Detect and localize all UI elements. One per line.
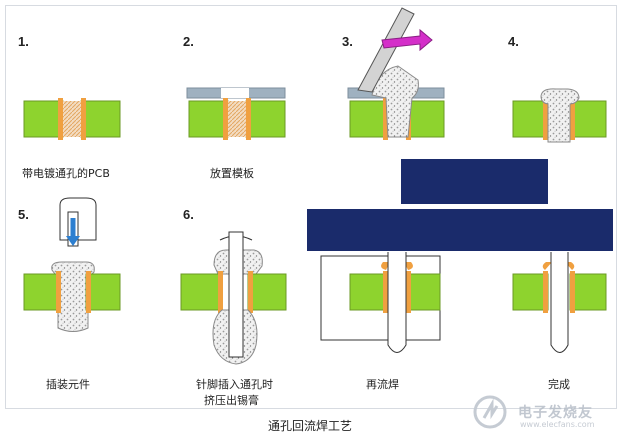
step2-stencil <box>186 87 286 140</box>
watermark: 电子发烧友 www.elecfans.com <box>470 392 615 432</box>
watermark-logo-icon <box>473 395 507 429</box>
step5-number: 5. <box>18 207 29 222</box>
step6-number: 6. <box>183 207 194 222</box>
figure-caption: 通孔回流焊工艺 <box>267 419 352 433</box>
step2-label: 放置模板 <box>210 167 254 180</box>
step7-label: 再流焊 <box>366 378 399 391</box>
step4-number: 4. <box>508 34 519 49</box>
step2-number: 2. <box>183 34 194 49</box>
watermark-url: www.elecfans.com <box>520 420 595 429</box>
step6-label-line1: 针脚插入通孔时 <box>196 378 273 391</box>
watermark-text: 电子发烧友 <box>518 405 593 421</box>
step3-number: 3. <box>342 34 353 49</box>
step6-label-line2: 挤压出锡膏 <box>204 394 259 407</box>
step5-insert <box>23 197 121 332</box>
overlay-blocks <box>307 158 613 251</box>
step8-finished <box>512 252 607 353</box>
step8-label: 完成 <box>548 378 570 391</box>
step7-reflow <box>320 252 441 353</box>
step4-filled <box>512 88 607 143</box>
step1-pcb <box>23 98 121 140</box>
step1-label: 带电镀通孔的PCB <box>22 167 110 180</box>
step5-label: 插装元件 <box>46 378 90 391</box>
step6-pin-push <box>180 231 287 365</box>
diagram-frame <box>5 5 617 409</box>
step1-number: 1. <box>18 34 29 49</box>
step3-printing <box>347 7 445 140</box>
